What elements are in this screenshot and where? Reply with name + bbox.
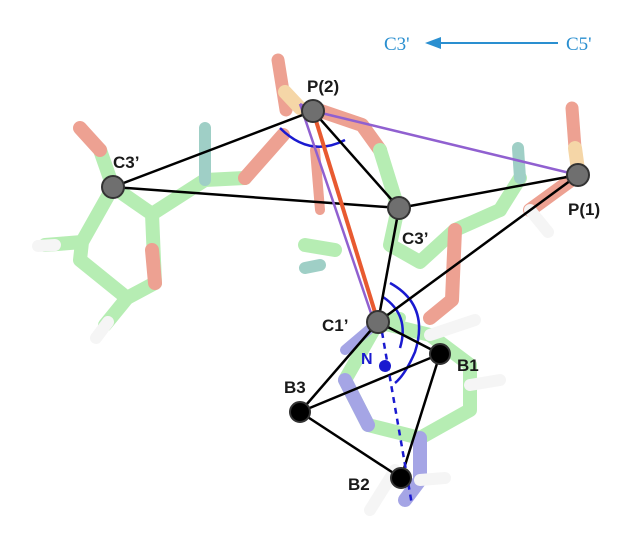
pseudo-bonds xyxy=(112,109,579,480)
c1-angle-arc-inner xyxy=(382,295,404,349)
left-o-upper xyxy=(73,121,107,157)
base-h-bottom-right xyxy=(414,472,451,486)
bond-p2-c3center xyxy=(312,110,400,209)
p2-down-pink xyxy=(310,145,325,215)
bond-c3left-p2 xyxy=(112,109,314,189)
atom-c3-center xyxy=(387,196,411,220)
bond-c3left-c3center xyxy=(112,185,400,210)
p1-h xyxy=(524,204,554,238)
atom-b3 xyxy=(289,401,311,423)
bond-c3center-c1 xyxy=(376,207,401,323)
purple-p2-c1 xyxy=(298,103,376,323)
atom-p2 xyxy=(301,99,325,123)
p2-phos xyxy=(278,85,307,115)
central-h-b xyxy=(299,259,326,274)
central-ring-oxygen xyxy=(423,223,462,325)
base-h-right xyxy=(464,374,506,391)
c1-angle-arc-outer xyxy=(389,281,421,384)
atom-b1 xyxy=(429,343,451,365)
backbone-o5 xyxy=(238,128,290,185)
atom-c1 xyxy=(366,310,390,334)
atoms xyxy=(101,99,590,489)
label-p1: P(1) xyxy=(568,200,600,219)
left-ring-oxygen xyxy=(145,243,162,290)
atom-b2 xyxy=(390,467,412,489)
left-h-2b xyxy=(90,316,114,344)
left-sugar-ring xyxy=(73,180,162,305)
label-b1: B1 xyxy=(457,356,479,375)
bond-c3center-p1 xyxy=(398,173,579,210)
purple-p2-p1 xyxy=(312,109,579,177)
base-h-top xyxy=(424,314,481,341)
angle-arcs xyxy=(279,127,421,384)
bond-p1-c1 xyxy=(377,173,579,324)
label-b3: B3 xyxy=(284,378,306,397)
direction-indicator: C3' C5' xyxy=(384,34,592,55)
label-c3-center: C3’ xyxy=(402,229,428,248)
label-n: N xyxy=(361,351,373,368)
direction-arrow-head xyxy=(425,37,441,49)
bond-b3-b1 xyxy=(299,352,441,414)
p1-c5 xyxy=(493,171,527,217)
direction-from-label: C3' xyxy=(384,34,410,55)
atom-n xyxy=(379,360,391,372)
orange-p2-c1 xyxy=(311,110,380,323)
bond-c1-b3 xyxy=(299,321,379,413)
label-b2: B2 xyxy=(348,475,370,494)
bond-b1-b2 xyxy=(399,353,442,479)
p2-o3 xyxy=(311,103,387,157)
left-h-1b xyxy=(32,239,61,252)
base-nitrogen-1 xyxy=(338,373,375,432)
atom-labels: P(2) P(1) C3’ C3’ C1’ N B1 B2 B3 xyxy=(113,77,600,494)
atom-p1 xyxy=(566,163,590,187)
central-h xyxy=(298,238,342,257)
p1-cyan xyxy=(512,142,526,184)
atom-c3-left xyxy=(101,175,125,199)
label-p2: P(2) xyxy=(307,77,339,96)
direction-to-label: C5' xyxy=(566,34,592,55)
bond-b3-b2 xyxy=(299,410,402,480)
label-c3-left: C3’ xyxy=(113,153,139,172)
label-c1: C1’ xyxy=(322,316,348,335)
p2-oxygen-up xyxy=(271,53,293,117)
p2-angle-arc xyxy=(279,127,346,148)
